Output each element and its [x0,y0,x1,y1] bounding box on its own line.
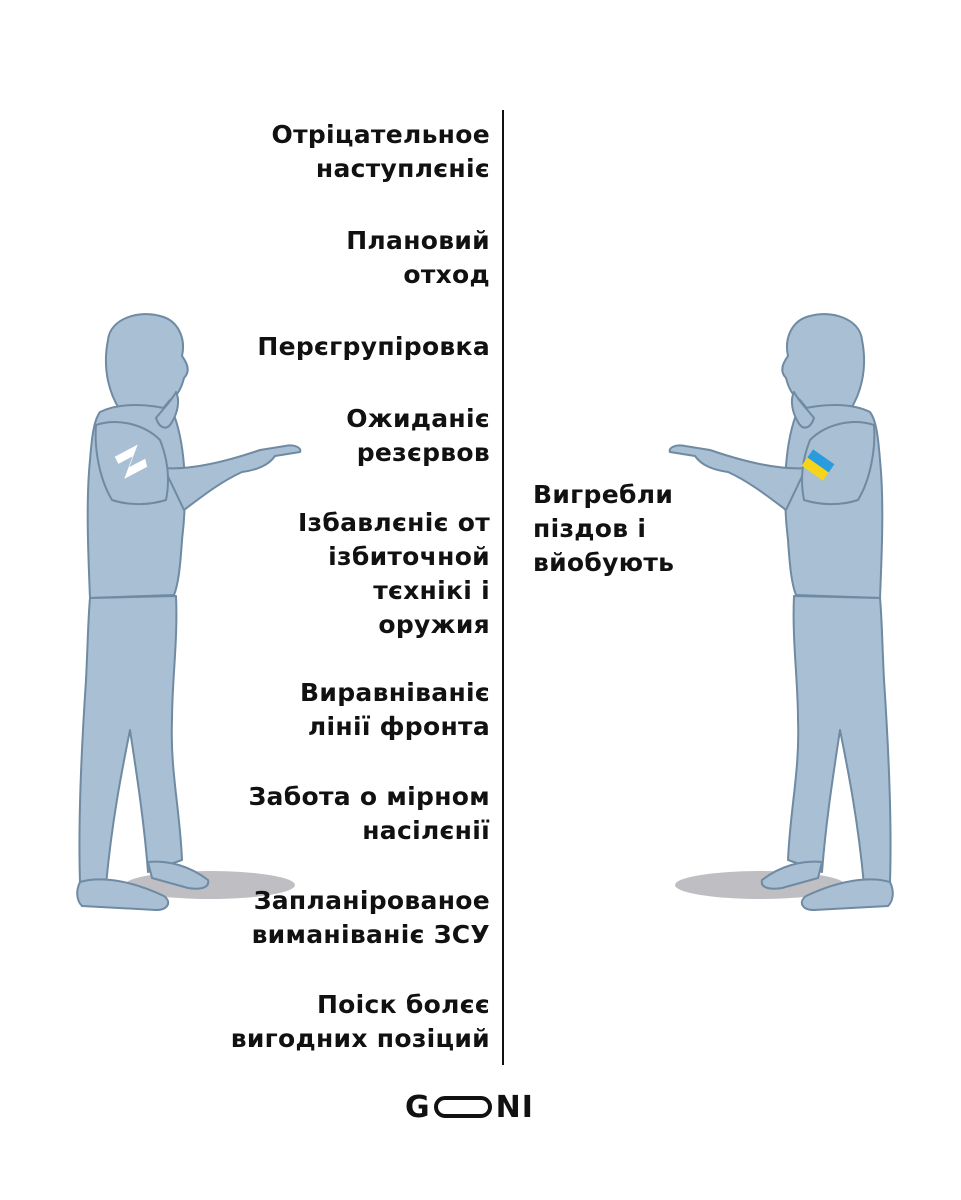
left-phrase: Виравніваніє лінії фронта [300,678,490,741]
ukraine-flag-armband-icon [801,449,835,481]
left-phrase: Перєгрупіровка [257,332,490,361]
logo-letter-g: G [405,1089,431,1125]
left-phrases-column: Отріцательное наступлєніє Плановий отход… [150,118,490,1056]
z-armband-icon [114,444,148,479]
right-figure-illustration [668,313,894,911]
goni-logo: G NI [405,1089,557,1125]
left-phrase: Отріцательное наступлєніє [271,120,490,183]
center-divider-line [502,110,504,1065]
logo-pill-icon [433,1096,492,1118]
left-phrase: Ожиданіє резєрвов [346,404,490,467]
logo-letters-ni: NI [495,1089,534,1125]
right-phrase-column: Вигребли піздов і вйобують [533,478,753,580]
left-phrase: Запланірованое виманіваніє ЗСУ [251,886,490,949]
left-phrase: Забота о мірном насілєнії [248,782,490,845]
left-phrase: Плановий отход [346,226,490,289]
left-figure-illustration [76,313,302,911]
right-phrase: Вигребли піздов і вйобують [533,480,675,577]
left-phrase: Поіск болєє вигодних позіций [230,990,490,1053]
left-phrase: Ізбавлєніє от ізбиточной тєхнікі і оружи… [297,508,490,639]
